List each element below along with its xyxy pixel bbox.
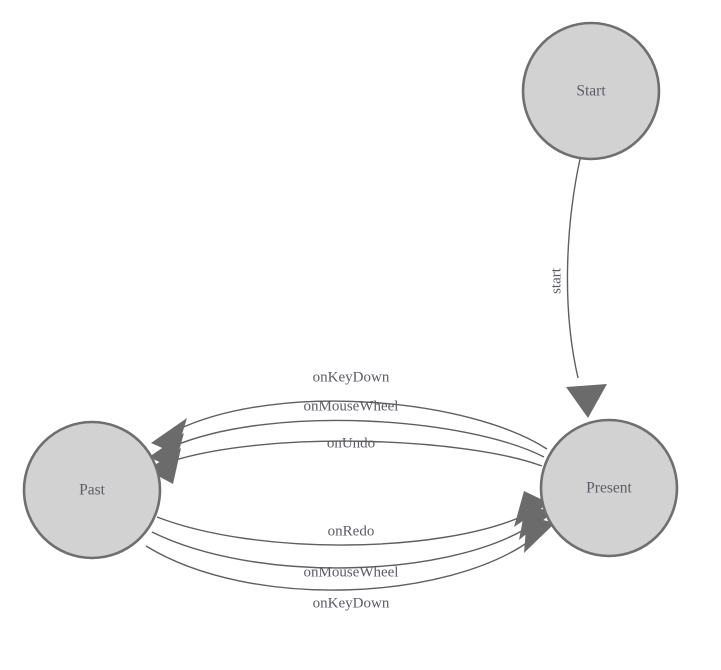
edge-present-to-past-onkeydown-path [176,400,548,450]
edge-present-to-past-onundo[interactable]: onUndo [147,435,543,484]
edge-present-to-past-onundo-arrowhead [147,448,181,484]
edge-start-to-present[interactable]: start [548,158,607,418]
edge-past-to-present-onredo-label: onRedo [328,523,375,539]
state-node-present[interactable]: Present [539,418,679,558]
state-node-past[interactable]: Past [22,420,162,560]
edge-present-to-past-onmousewheel[interactable]: onMouseWheel [149,398,545,469]
edge-past-to-present-onkeydown-label: onKeyDown [313,595,390,611]
edge-past-to-present-onkeydown[interactable]: onKeyDown [145,516,555,611]
edge-past-to-present-onkeydown-path [145,539,532,591]
edge-past-to-present-onkeydown-arrowhead [524,516,555,553]
state-node-start-label: Start [576,83,606,100]
edge-present-to-past-onundo-label: onUndo [327,435,375,451]
state-node-start-circle [521,21,661,161]
edge-present-to-past-onundo-path [171,440,543,467]
state-node-present-label: Present [586,480,632,497]
edge-past-to-present-onredo[interactable]: onRedo [156,491,549,546]
edge-start-to-present-label: start [548,267,564,294]
edge-start-to-present-arrowhead [566,384,607,418]
edge-present-to-past-onmousewheel-label: onMouseWheel [304,398,399,414]
state-node-start[interactable]: Start [521,21,661,161]
edge-past-to-present-onredo-path [156,515,524,546]
state-node-past-circle [22,420,162,560]
edge-present-to-past-onmousewheel-path [173,419,545,458]
edge-past-to-present-onmousewheel[interactable]: onMouseWheel [151,503,552,580]
edge-past-to-present-onmousewheel-label: onMouseWheel [304,564,399,580]
edge-past-to-present-onmousewheel-path [151,527,528,569]
edge-present-to-past-onkeydown-label: onKeyDown [313,369,390,385]
state-node-past-label: Past [79,482,106,499]
state-node-present-circle [539,418,679,558]
edge-start-to-present-path [566,158,581,379]
